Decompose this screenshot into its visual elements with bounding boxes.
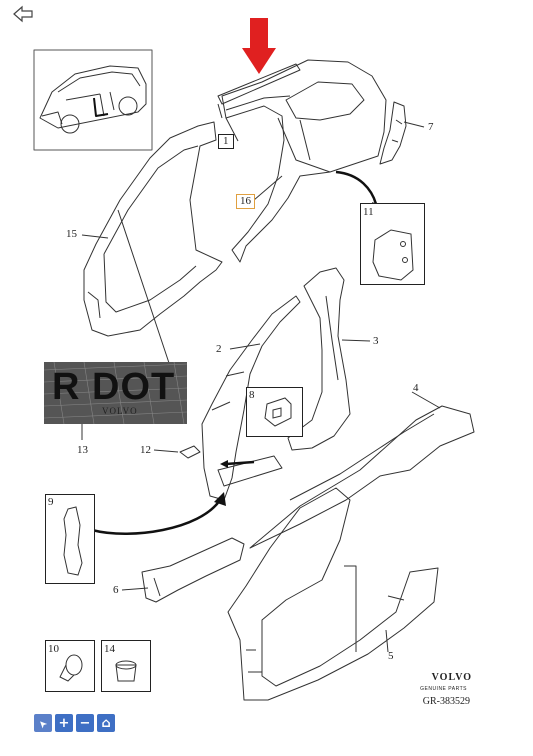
zoom-in-button[interactable]: + [55, 714, 73, 732]
callout-8: 8 [249, 389, 255, 401]
brand-logo: VOLVO [431, 672, 472, 683]
callout-3: 3 [373, 335, 379, 347]
car-thumbnail [33, 49, 153, 151]
callout-6: 6 [113, 584, 119, 596]
inset-part-9 [45, 494, 95, 584]
viewer-toolbar: ➤ + − ⌂ [34, 714, 115, 732]
callout-5: 5 [388, 650, 394, 662]
stamp-text: R DOT [52, 366, 176, 408]
zoom-in-icon: + [58, 715, 70, 731]
red-indicator-arrow [242, 18, 276, 74]
callout-14: 14 [104, 643, 115, 655]
callout-2: 2 [216, 343, 222, 355]
callout-12: 12 [140, 444, 151, 456]
brand-tagline: GENUINE PARTS [420, 686, 467, 692]
part-4-sill [249, 405, 475, 549]
callout-1: 1 [218, 134, 234, 149]
part-12-clip [179, 445, 201, 459]
inset-part-14 [101, 640, 151, 692]
r-dot-stamp: R DOT VOLVO [44, 362, 187, 424]
pointer-icon: ➤ [36, 716, 50, 730]
home-icon: ⌂ [101, 715, 111, 731]
callout-11: 11 [363, 206, 374, 218]
part-6-sill-extension [141, 537, 245, 603]
zoom-out-icon: − [79, 715, 91, 731]
home-button[interactable]: ⌂ [97, 714, 115, 732]
callout-4: 4 [413, 382, 419, 394]
inset-part-11 [360, 203, 425, 285]
callout-7: 7 [428, 121, 434, 133]
arrow-heads [214, 202, 382, 506]
back-button[interactable] [12, 4, 34, 24]
connector-arrows [91, 170, 378, 535]
callout-15: 15 [66, 228, 77, 240]
stamp-sub: VOLVO [102, 406, 138, 416]
inset-part-8 [246, 387, 303, 437]
inset-part-10 [45, 640, 95, 692]
part-7-bracket [379, 101, 407, 165]
part-15-door-aperture [83, 121, 223, 337]
callout-16: 16 [236, 194, 255, 209]
callout-13: 13 [77, 444, 88, 456]
part-3-b-pillar [287, 267, 351, 451]
part-1-roof-rail [217, 63, 301, 119]
leader-lines [81, 117, 441, 653]
callout-10: 10 [48, 643, 59, 655]
zoom-out-button[interactable]: − [76, 714, 94, 732]
callout-9: 9 [48, 496, 54, 508]
arrow-left-icon [13, 5, 33, 23]
pointer-button[interactable]: ➤ [34, 714, 52, 732]
part-5-side-aperture [227, 487, 439, 701]
reference-number: GR-383529 [422, 696, 470, 707]
part-16-quarter-panel [221, 59, 387, 263]
